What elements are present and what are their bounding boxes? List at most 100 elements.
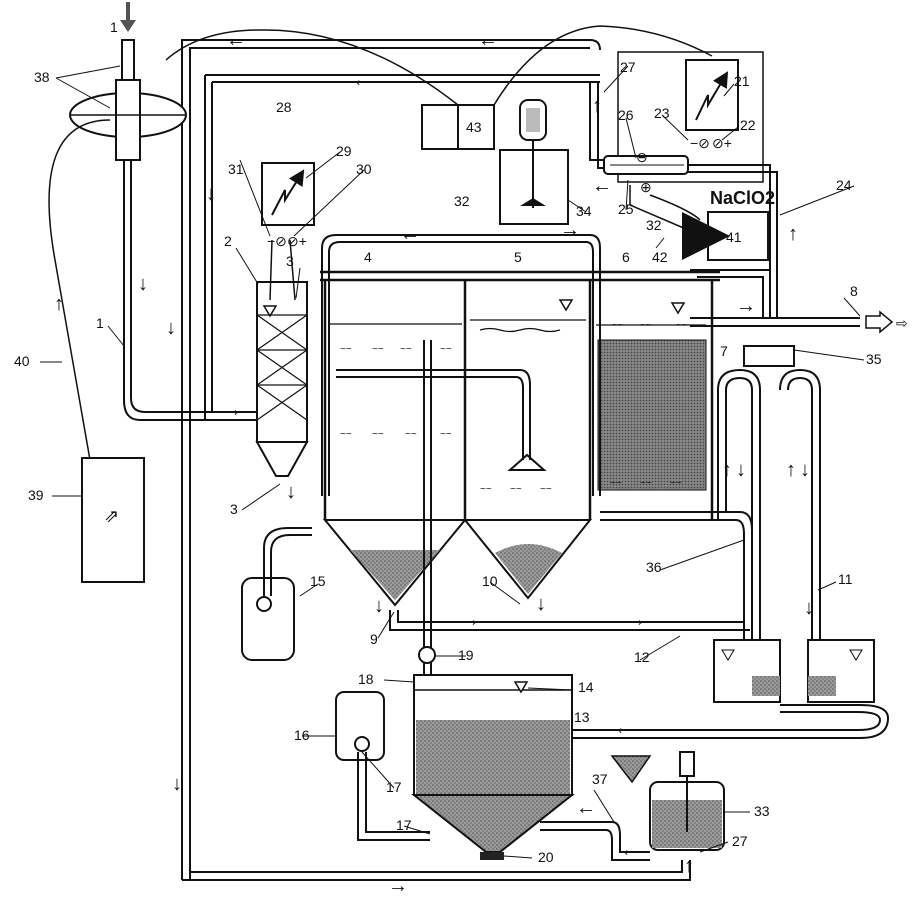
dosing-pipe-17 — [357, 752, 430, 841]
aeration-pipe-32 — [321, 234, 601, 496]
svg-text:~~: ~~ — [372, 344, 384, 355]
svg-text:←: ← — [592, 175, 612, 197]
lightning-icon — [271, 169, 305, 216]
aeration-bubbles: ~~~~~~~~ ~~~~~~~~ ~~~~~~ ~~~~~~ ~~~~~~ — [340, 320, 688, 495]
svg-text:⊕: ⊕ — [640, 179, 652, 195]
svg-text:↑: ↑ — [54, 293, 64, 315]
svg-text:⊘+: ⊘+ — [287, 233, 307, 249]
callout-29: 29 — [336, 143, 352, 159]
pipe-13 — [570, 704, 890, 739]
callout-1: 1 — [110, 19, 118, 35]
callout-32: 32 — [646, 217, 662, 233]
callout-8: 8 — [850, 283, 858, 299]
power-unit-39 — [81, 457, 145, 583]
callout-37: 37 — [592, 771, 608, 787]
dosing-pump-17[interactable] — [354, 736, 370, 752]
callout-32: 32 — [454, 193, 470, 209]
svg-text:←: ← — [226, 29, 246, 51]
outlet-arrow-shape — [865, 310, 894, 334]
main-tank — [320, 270, 720, 520]
pump-15[interactable] — [256, 596, 272, 612]
svg-text:~~: ~~ — [340, 429, 352, 440]
svg-text:↑: ↑ — [592, 95, 602, 117]
svg-text:←: ← — [478, 29, 498, 51]
electrocoagulator-2 — [255, 281, 309, 477]
svg-text:↑: ↑ — [788, 223, 798, 245]
callout-22: 22 — [740, 117, 756, 133]
inlet-tube — [121, 39, 135, 81]
callout-27: 27 — [732, 833, 748, 849]
filter-media-7 — [597, 339, 707, 491]
membrane-loops-35 — [717, 345, 821, 650]
svg-text:←: ← — [614, 717, 634, 739]
unit-39-symbol: ⇗ — [104, 506, 119, 526]
callout-2: 2 — [224, 233, 232, 249]
level-triangle — [262, 305, 278, 318]
svg-text:~~: ~~ — [405, 429, 417, 440]
svg-text:↓: ↓ — [536, 593, 546, 615]
callout-3: 3 — [230, 501, 238, 517]
sump-tanks-11 — [713, 639, 875, 703]
svg-text:~~: ~~ — [440, 344, 452, 355]
callout-41: 41 — [726, 229, 742, 245]
svg-text:↓: ↓ — [286, 481, 296, 503]
svg-text:~~: ~~ — [340, 344, 352, 355]
outlet-arrow-glyph: ⇨ — [896, 315, 908, 331]
svg-text:~~: ~~ — [640, 320, 652, 331]
leader-lines — [40, 65, 865, 859]
callout-30: 30 — [356, 161, 372, 177]
svg-text:↑: ↑ — [684, 855, 694, 877]
callout-14: 14 — [578, 679, 594, 695]
callout-16: 16 — [294, 727, 310, 743]
drain-20 — [480, 852, 504, 860]
svg-text:~~: ~~ — [612, 320, 624, 331]
svg-text:~~: ~~ — [640, 478, 652, 489]
polarity-symbols: −⊘⊘+ −⊘⊘+ ⊖⊕ — [267, 135, 732, 249]
callout-33: 33 — [754, 803, 770, 819]
callout-6: 6 — [622, 249, 630, 265]
callout-1: 1 — [96, 315, 104, 331]
callout-38: 38 — [34, 69, 50, 85]
callout-3: 3 — [286, 253, 294, 269]
sludge-9 — [350, 550, 440, 600]
svg-text:~~: ~~ — [372, 429, 384, 440]
svg-text:↓: ↓ — [206, 183, 216, 205]
pump-19[interactable] — [418, 646, 436, 664]
pipe-15 — [263, 527, 312, 596]
outlet-pipe-8 — [690, 269, 860, 327]
callout-24: 24 — [836, 177, 852, 193]
level-triangle — [670, 302, 686, 315]
svg-text:~~: ~~ — [670, 478, 682, 489]
pipe-37 — [540, 821, 650, 861]
callout-15: 15 — [310, 573, 326, 589]
callout-13: 13 — [574, 709, 590, 725]
svg-text:→: → — [460, 609, 480, 631]
influent-pipe-1 — [123, 160, 260, 421]
svg-text:↓: ↓ — [804, 597, 814, 619]
callout-35: 35 — [866, 351, 882, 367]
svg-text:−⊘: −⊘ — [690, 135, 710, 151]
svg-text:↓: ↓ — [374, 595, 384, 617]
callout-labels: 1 1 2 3 3 4 5 6 7 8 9 10 11 12 13 14 15 … — [14, 19, 882, 865]
wire-31 — [269, 239, 273, 301]
water-surface — [330, 319, 706, 333]
tank-15 — [241, 577, 295, 661]
pipe-42 — [629, 185, 701, 236]
pipe-24 — [688, 164, 778, 318]
svg-text:~~: ~~ — [510, 484, 522, 495]
callout-17: 17 — [396, 817, 412, 833]
svg-text:←: ← — [352, 69, 372, 91]
callout-12: 12 — [634, 649, 650, 665]
reactor-14 — [411, 674, 575, 853]
callout-23: 23 — [654, 105, 670, 121]
level-triangle — [558, 299, 574, 312]
svg-text:→: → — [626, 609, 646, 631]
dosing-tank-16 — [335, 691, 385, 761]
svg-text:~~: ~~ — [480, 484, 492, 495]
callout-40: 40 — [14, 353, 30, 369]
flow-arrows: ←← ← ↓ ↓↓ ↑ → ←→ → ↑ ← ↑ ↑↓ ↑↓ ↓ ↓ ↓ →→ … — [54, 29, 814, 897]
outer-return-pipe — [181, 39, 691, 881]
callout-7: 7 — [720, 343, 728, 359]
svg-text:~~: ~~ — [440, 429, 452, 440]
svg-text:→: → — [388, 875, 408, 897]
